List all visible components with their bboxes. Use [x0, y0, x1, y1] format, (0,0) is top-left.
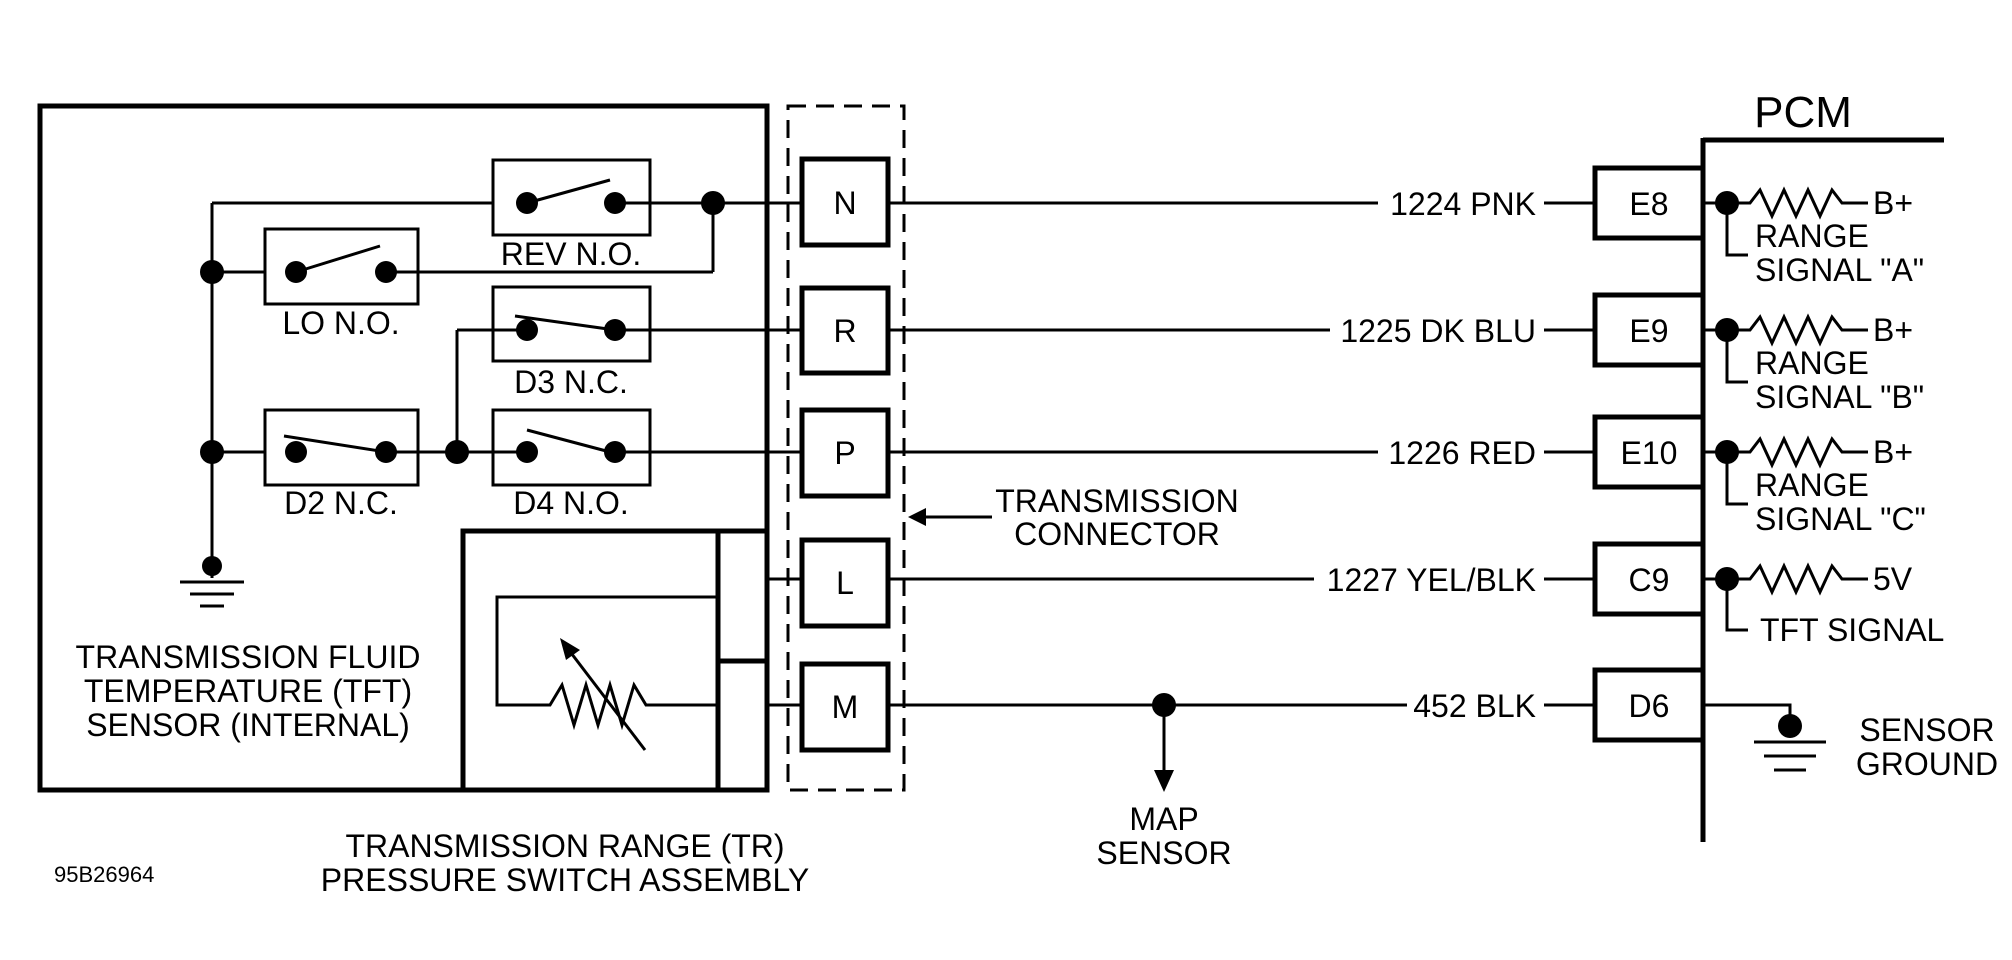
connector-pin-m: M: [799, 661, 891, 753]
transmission-connector-label-1: TRANSMISSION: [995, 483, 1239, 519]
connector-pin-p: P: [799, 407, 891, 499]
tft-sensor-label-1: TRANSMISSION FLUID: [76, 639, 421, 675]
pcm-pullup-resistor-c: [1703, 435, 1868, 506]
connector-pin-l: L: [799, 537, 891, 629]
pcm-title: PCM: [1754, 88, 1852, 137]
d3-switch-box: [491, 285, 652, 363]
map-sensor-label-1: MAP: [1129, 801, 1198, 837]
transmission-connector-box: [786, 104, 906, 792]
d2-switch-label: D2 N.C.: [284, 485, 398, 521]
lo-switch-box: [263, 227, 420, 306]
svg-text:M: M: [832, 689, 859, 725]
d2-switch-box: [263, 408, 420, 487]
signal-label-a-2: SIGNAL "A": [1755, 252, 1924, 288]
d3-switch: [514, 314, 626, 341]
map-sensor-label-2: SENSOR: [1096, 835, 1231, 871]
svg-text:E10: E10: [1621, 435, 1678, 471]
signal-label-tft: TFT SIGNAL: [1760, 612, 1944, 648]
d4-switch-box: [491, 408, 652, 487]
map-sensor-tap: [1152, 693, 1176, 792]
svg-text:E9: E9: [1629, 313, 1668, 349]
pcm-pin-e10: E10: [1592, 414, 1706, 490]
d4-switch: [516, 428, 626, 463]
tft-sensor-label-2: TEMPERATURE (TFT): [84, 673, 412, 709]
connector-pin-r: R: [799, 285, 891, 376]
sensor-ground-label-1: SENSOR: [1859, 712, 1994, 748]
pcm-pin-d6: D6: [1592, 667, 1706, 743]
pcm-pullup-resistor-b: [1703, 313, 1868, 384]
supply-label-a: B+: [1873, 185, 1913, 221]
assembly-label-1: TRANSMISSION RANGE (TR): [345, 828, 784, 864]
svg-text:R: R: [833, 313, 856, 349]
switch-ground-icon: [180, 556, 244, 608]
svg-text:D6: D6: [1629, 688, 1670, 724]
svg-text:L: L: [836, 565, 854, 601]
pcm-pin-e9: E9: [1592, 292, 1706, 368]
supply-label-b: B+: [1873, 312, 1913, 348]
d4-switch-label: D4 N.O.: [513, 485, 629, 521]
supply-label-c: B+: [1873, 434, 1913, 470]
svg-text:P: P: [834, 435, 855, 471]
transmission-connector-arrow: [908, 508, 992, 526]
rev-switch: [516, 178, 626, 214]
lo-switch: [285, 244, 397, 283]
d2-switch: [283, 434, 397, 463]
signal-label-c-2: SIGNAL "C": [1755, 501, 1926, 537]
circuit-label-1224: 1224 PNK: [1390, 186, 1536, 222]
svg-text:C9: C9: [1629, 562, 1670, 598]
tft-sensor-label-3: SENSOR (INTERNAL): [86, 707, 410, 743]
pcm-pullup-resistor-a: [1703, 186, 1868, 257]
connector-pin-n: N: [799, 156, 891, 248]
pcm-pin-e8: E8: [1592, 165, 1706, 241]
lo-switch-label: LO N.O.: [282, 305, 399, 341]
switch-assembly-box: [37, 103, 770, 793]
transmission-connector-label-2: CONNECTOR: [1014, 516, 1220, 552]
pcm-pullup-resistor-tft: [1703, 562, 1868, 632]
figure-id: 95B26964: [54, 862, 154, 887]
sensor-ground-icon: [1703, 703, 1826, 772]
circuit-label-1226: 1226 RED: [1388, 435, 1536, 471]
circuit-label-1225: 1225 DK BLU: [1340, 313, 1536, 349]
supply-label-tft: 5V: [1873, 561, 1913, 597]
rev-switch-box: [491, 158, 652, 237]
sensor-ground-label-2: GROUND: [1856, 746, 1998, 782]
signal-label-b-1: RANGE: [1755, 345, 1869, 381]
signal-label-a-1: RANGE: [1755, 218, 1869, 254]
circuit-label-1227: 1227 YEL/BLK: [1327, 562, 1536, 598]
signal-label-c-1: RANGE: [1755, 467, 1869, 503]
pcm-pin-c9: C9: [1592, 541, 1706, 617]
assembly-label-2: PRESSURE SWITCH ASSEMBLY: [321, 862, 809, 898]
rev-switch-label: REV N.O.: [501, 236, 641, 272]
d3-switch-label: D3 N.C.: [514, 364, 628, 400]
thermistor-icon: [495, 595, 718, 751]
signal-label-b-2: SIGNAL "B": [1755, 379, 1924, 415]
svg-text:N: N: [833, 185, 856, 221]
circuit-label-452: 452 BLK: [1413, 688, 1536, 724]
svg-text:E8: E8: [1629, 186, 1668, 222]
